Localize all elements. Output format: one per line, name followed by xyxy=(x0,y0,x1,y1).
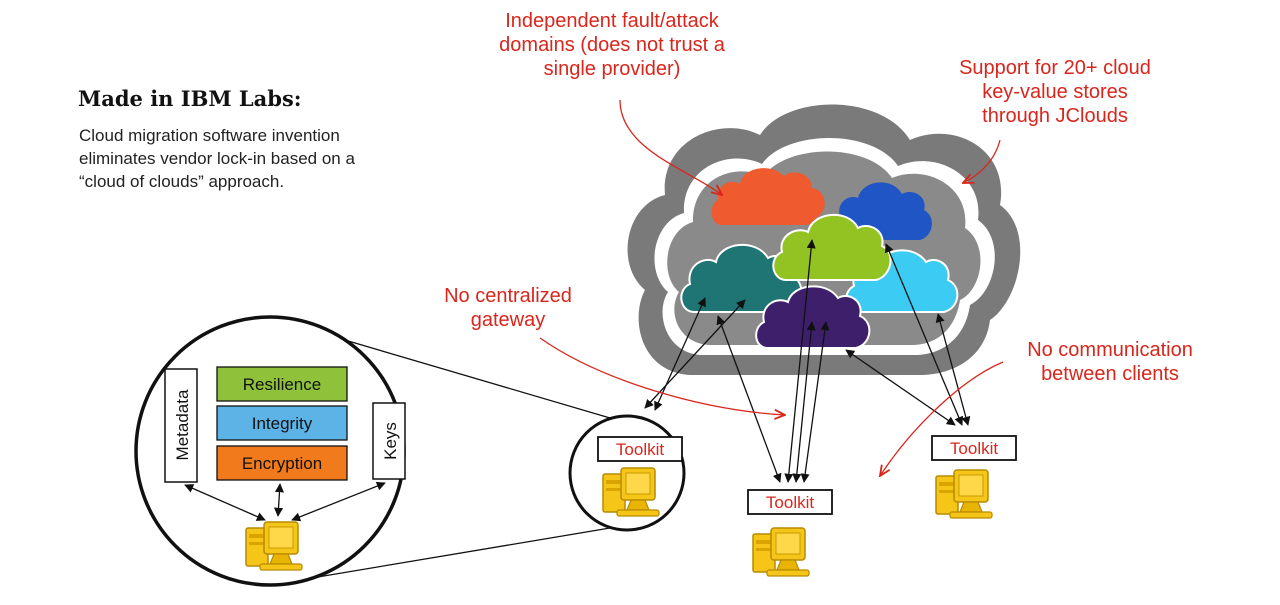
annotation-arrows xyxy=(539,99,1004,476)
client-1: Toolkit xyxy=(597,436,683,517)
cloud-icon-orange xyxy=(711,168,825,225)
annotation-line: domains (does not trust a xyxy=(499,34,725,56)
arrow-icon xyxy=(184,484,266,521)
annotation-line: No communication xyxy=(1027,339,1193,361)
computer-icon xyxy=(935,469,993,519)
toolkit-detail: Metadata Keys Resilience Integrity Encry… xyxy=(164,366,406,571)
annotation-line: key-value stores xyxy=(982,81,1128,103)
intro-line: Cloud migration software invention xyxy=(79,126,340,145)
annotation-fault-domains: Independent fault/attack domains (does n… xyxy=(462,9,762,81)
intro-description: Cloud migration software invention elimi… xyxy=(79,124,459,193)
arrow-icon xyxy=(800,321,830,483)
layer-integrity-label: Integrity xyxy=(252,414,313,433)
layer-encryption xyxy=(216,445,348,481)
intro-heading: Made in IBM Labs: xyxy=(78,86,302,111)
toolkit-label: Toolkit xyxy=(766,493,814,512)
toolkit-box xyxy=(747,489,833,515)
layer-encryption-label: Encryption xyxy=(242,454,322,473)
annotation-line: No centralized xyxy=(444,285,572,307)
toolkit-box xyxy=(931,435,1017,461)
layer-resilience xyxy=(216,366,348,402)
metadata-box xyxy=(164,368,198,483)
annotation-line: Independent fault/attack xyxy=(505,10,719,32)
toolkit-label: Toolkit xyxy=(616,440,664,459)
intro-line: “cloud of clouds” approach. xyxy=(79,172,285,191)
annotation-line: single provider) xyxy=(543,58,681,80)
support-arrow-icon xyxy=(963,139,1001,183)
annotation-line: Support for 20+ cloud xyxy=(959,57,1151,79)
connection-arrows xyxy=(644,239,971,483)
computer-icon xyxy=(602,467,660,517)
layer-integrity xyxy=(216,405,348,441)
gateway-arrow-icon xyxy=(539,337,785,415)
keys-box xyxy=(372,402,406,480)
arrow-icon xyxy=(273,483,285,517)
intro-line: eliminates vendor lock-in based on a xyxy=(79,149,355,168)
toolkit-box xyxy=(597,436,683,462)
client-2: Toolkit xyxy=(747,489,833,577)
annotation-no-gateway: No centralized gateway xyxy=(408,284,608,332)
arrow-icon xyxy=(291,481,386,522)
fault-arrow-icon xyxy=(619,99,722,195)
metadata-label: Metadata xyxy=(173,389,192,460)
computer-icon xyxy=(752,527,810,577)
arrow-icon xyxy=(716,315,782,483)
annotation-line: through JClouds xyxy=(982,105,1128,127)
layer-resilience-label: Resilience xyxy=(243,375,321,394)
arrow-icon xyxy=(845,349,956,426)
client-3: Toolkit xyxy=(931,435,1017,519)
keys-label: Keys xyxy=(381,422,400,460)
toolkit-label: Toolkit xyxy=(950,439,998,458)
annotation-line: between clients xyxy=(1041,363,1179,385)
annotation-cloud-support: Support for 20+ cloud key-value stores t… xyxy=(920,56,1190,128)
annotation-line: gateway xyxy=(470,309,546,331)
annotation-no-communication: No communication between clients xyxy=(990,338,1230,386)
nocomm-arrow-icon xyxy=(880,361,1004,476)
